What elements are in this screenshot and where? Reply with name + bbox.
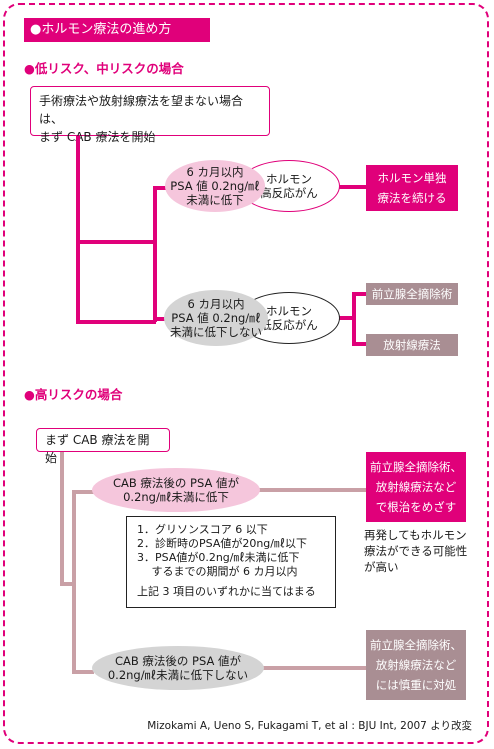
note-line-1: 再発してもホルモン [364, 528, 467, 542]
case1-result-line-1: ホルモン単独 [377, 171, 447, 185]
high-case2-line-2: 0.2ng/㎖未満に低下しない [107, 668, 249, 682]
connector [153, 186, 157, 322]
connector [262, 666, 370, 670]
connector [352, 342, 368, 346]
connector [60, 452, 64, 584]
connector [258, 488, 370, 492]
high-case2-result-line-3: には慎重に対処 [375, 678, 457, 692]
criteria-box: 1．グリソンスコア 6 以下 2．診断時のPSA値が20ng/㎖以下 3．PSA… [126, 516, 336, 608]
note-line-3: が高い [364, 560, 399, 574]
low-start-box: 手術療法や放射線療法を望まない場合は、 まず CAB 療法を開始 [30, 86, 270, 144]
recurrence-note: 再発してもホルモン 療法ができる可能性 が高い [364, 527, 484, 575]
connector [153, 317, 167, 321]
cautious-treatment-result: 前立腺全摘除術、放射線療法などには慎重に対処 [366, 630, 466, 700]
dashed-frame [3, 3, 489, 744]
connector [76, 320, 156, 324]
prostatectomy-result: 前立腺全摘除術 [366, 283, 458, 305]
page-title: ●ホルモン療法の進め方 [24, 18, 210, 42]
high-case1-result-line-1: 前立腺全摘除術、 [370, 460, 462, 474]
low-start-line-2: まず CAB 療法を開始 [39, 130, 156, 144]
criteria-item-3-cont: するまでの期間が 6 カ月以内 [137, 565, 298, 578]
case1-line-3: 未満に低下 [186, 193, 244, 207]
criteria-item-1: 1．グリソンスコア 6 以下 [137, 523, 268, 536]
case2-type-line-2: 低反応がん [260, 318, 318, 332]
high-case2-result-line-2: 放射線療法など [375, 658, 457, 672]
connector [352, 292, 368, 296]
radiotherapy-result: 放射線療法 [366, 334, 458, 356]
high-case1-line-2: 0.2ng/㎖未満に低下 [123, 490, 229, 504]
case1-type-line-2: 高反応がん [260, 186, 318, 200]
case2-line-3: 未満に低下しない [170, 325, 262, 339]
criteria-footer: 上記 3 項目のいずれかに当てはまる [137, 585, 316, 598]
criteria-item-3: 3．PSA値が0.2ng/㎖未満に低下 [137, 551, 300, 564]
low-risk-heading: ●低リスク、中リスクの場合 [24, 61, 184, 76]
connector [338, 316, 354, 320]
high-case2-line-1: CAB 療法後の PSA 値が [114, 654, 242, 668]
hormone-high-response-oval: ホルモン高反応がん [238, 160, 340, 212]
connector [352, 292, 356, 346]
high-case2-result-line-1: 前立腺全摘除術、 [370, 638, 462, 652]
connector [72, 490, 76, 674]
case2-line-1: 6 カ月以内 [187, 297, 245, 311]
case1-line-2: PSA 値 0.2ng/㎖ [170, 179, 260, 193]
connector [338, 185, 368, 189]
high-risk-heading: ●高リスクの場合 [24, 387, 123, 402]
connector [72, 670, 94, 674]
high-start-box: まず CAB 療法を開始 [36, 428, 170, 465]
low-start-line-1: 手術療法や放射線療法を望まない場合は、 [39, 94, 244, 126]
case1-result-line-2: 療法を続ける [377, 191, 447, 205]
hormone-only-result: ホルモン単独療法を続ける [366, 165, 458, 211]
high-case1-result-line-2: 放射線療法など [375, 480, 457, 494]
case1-line-1: 6 カ月以内 [186, 165, 244, 179]
connector [72, 490, 94, 494]
connector [76, 136, 80, 322]
connector [60, 582, 74, 586]
high-case1-line-1: CAB 療法後の PSA 値が [112, 476, 240, 490]
case2-type-line-1: ホルモン [266, 304, 312, 318]
note-line-2: 療法ができる可能性 [364, 544, 468, 558]
case1-type-line-1: ホルモン [266, 172, 312, 186]
connector [153, 186, 167, 190]
criteria-item-2: 2．診断時のPSA値が20ng/㎖以下 [137, 537, 307, 550]
connector [76, 240, 156, 244]
high-case1-result-line-3: で根治をめざす [375, 500, 457, 514]
citation: Mizokami A, Ueno S, Fukagami T, et al : … [147, 720, 472, 732]
curative-treatment-result: 前立腺全摘除術、放射線療法などで根治をめざす [366, 452, 466, 522]
case2-line-2: PSA 値 0.2ng/㎖ [171, 311, 261, 325]
